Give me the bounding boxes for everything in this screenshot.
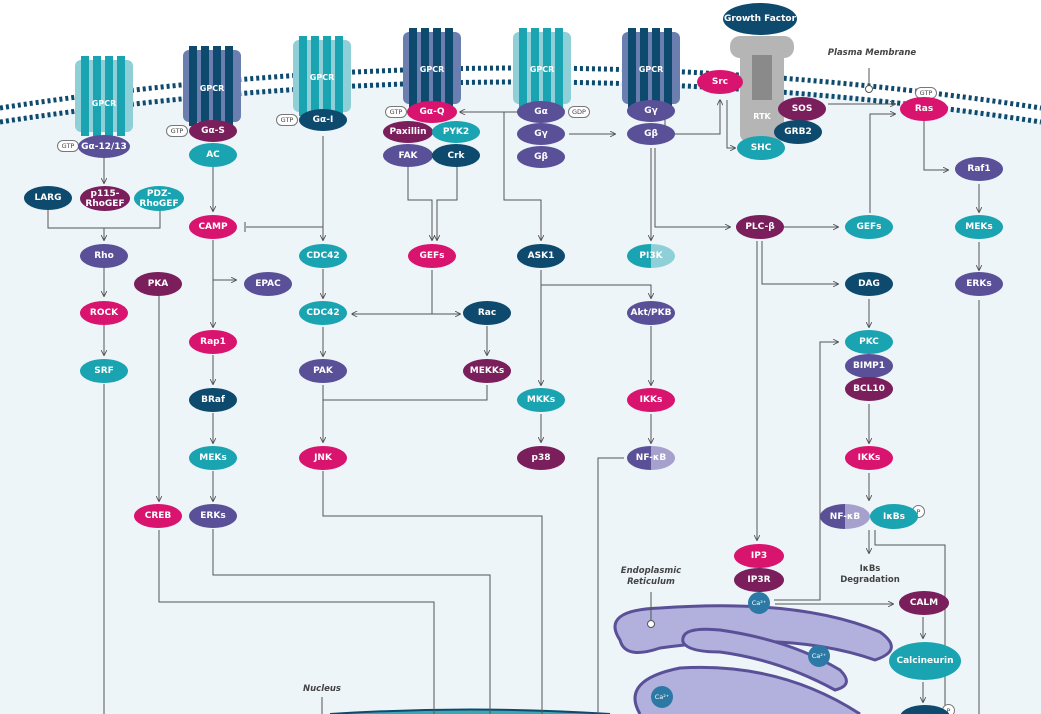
gpcr-6 — [622, 28, 680, 108]
gpcr-label-5: GPCR — [529, 65, 555, 74]
node-shc: SHC — [737, 136, 785, 160]
membrane-marker — [865, 85, 873, 93]
node-calm: CALM — [899, 591, 949, 615]
node-bcl10: BCL10 — [845, 377, 893, 401]
node-rho: Rho — [80, 244, 128, 268]
gpcr-label-3: GPCR — [309, 73, 335, 82]
gpcr-label-4: GPCR — [419, 65, 445, 74]
node-ga-s: Gα-S — [189, 120, 237, 142]
node-gb: Gβ — [517, 146, 565, 168]
node-raf1: Raf1 — [955, 157, 1003, 181]
gpcr-3 — [293, 36, 351, 116]
node-erks: ERKs — [955, 272, 1003, 296]
gtp-badge: GTP — [166, 125, 188, 137]
node-ikks: IKKs — [627, 388, 675, 412]
node-calcineurin: Calcineurin — [889, 642, 961, 680]
node-rac: Rac — [463, 301, 511, 325]
node-pdz-rhogef: PDZ- RhoGEF — [134, 186, 184, 211]
node-akt-pkb: Akt/PKB — [627, 301, 675, 325]
node-paxillin: Paxillin — [383, 121, 433, 143]
node-ga-i: Gα-I — [299, 109, 347, 131]
growth-factor: Growth Factor — [723, 3, 797, 35]
node-crk: Crk — [432, 144, 480, 167]
gdp-badge: GDP — [568, 106, 590, 118]
node-nf-kb: NF-κB — [627, 446, 675, 470]
node-braf: BRaf — [189, 388, 237, 412]
plasma-membrane-label: Plasma Membrane — [827, 48, 917, 58]
node-nf-kb: NF-κB — [820, 504, 870, 529]
node-ga: Gα — [517, 101, 565, 123]
node-bimp1: BIMP1 — [845, 354, 893, 378]
gtp-badge: GTP — [276, 114, 298, 126]
gtp-badge: GTP — [57, 140, 79, 152]
node-rap1: Rap1 — [189, 330, 237, 354]
gpcr-2 — [183, 46, 241, 126]
calcium-ion: Ca²⁺ — [748, 592, 770, 614]
gpcr-5 — [513, 28, 571, 108]
node-pka: PKA — [134, 272, 182, 296]
gtp-badge: GTP — [385, 106, 407, 118]
node-plc-b: PLC-β — [736, 215, 784, 239]
node-ip3: IP3 — [734, 544, 784, 568]
nucleus-edge — [329, 708, 611, 714]
calcium-ion: Ca²⁺ — [808, 645, 830, 667]
node-ras: Ras — [900, 97, 948, 121]
node-pyk2: PYK2 — [432, 121, 480, 143]
node-cdc42: CDC42 — [299, 244, 347, 268]
gpcr-label-1: GPCR — [91, 99, 117, 108]
node-p38: p38 — [517, 446, 565, 470]
node-camp: CAMP — [189, 215, 237, 239]
node-srf: SRF — [80, 359, 128, 383]
rtk-receptor — [730, 36, 794, 142]
node-ga-q: Gα-Q — [407, 101, 457, 123]
node-p115-rhogef: p115- RhoGEF — [80, 186, 130, 211]
nucleus-label: Nucleus — [303, 684, 341, 694]
node-gy: Gγ — [517, 123, 565, 145]
node-sos: SOS — [778, 97, 826, 121]
node-rock: ROCK — [80, 301, 128, 325]
node-ga-12-13: Gα-12/13 — [78, 135, 130, 158]
er-label: Endoplasmic Reticulum — [620, 566, 682, 587]
node-erks: ERKs — [189, 504, 237, 528]
node-partial-bottom — [900, 705, 950, 714]
node-fak: FAK — [383, 144, 433, 167]
node-pak: PAK — [299, 359, 347, 383]
gpcr-1 — [75, 56, 133, 136]
node-jnk: JNK — [299, 446, 347, 470]
node-gefs: GEFs — [845, 215, 893, 239]
er-marker — [647, 620, 655, 628]
node-pi3k: PI3K — [627, 244, 675, 268]
node-epac: EPAC — [244, 272, 292, 296]
node-gb: Gβ — [627, 123, 675, 145]
node-ixbs: IκBs — [870, 504, 918, 529]
node-ac: AC — [189, 143, 237, 167]
node-dag: DAG — [845, 272, 893, 296]
gpcr-label-2: GPCR — [199, 84, 225, 93]
node-creb: CREB — [134, 504, 182, 528]
node-gefs: GEFs — [408, 244, 456, 268]
node-meks: MEKs — [955, 215, 1003, 239]
gpcr-4 — [403, 28, 461, 108]
node-larg: LARG — [24, 186, 72, 210]
node-mekks: MEKKs — [463, 359, 511, 383]
node-pkc: PKC — [845, 330, 893, 354]
node-grb2: GRB2 — [774, 120, 822, 144]
ixbs-degradation-label: IκBs Degradation — [840, 564, 900, 585]
node-cdc42: CDC42 — [299, 301, 347, 325]
calcium-ion: Ca²⁺ — [651, 686, 673, 708]
node-mkks: MKKs — [517, 388, 565, 412]
node-src: Src — [697, 70, 743, 94]
connector-lines — [47, 68, 979, 714]
rtk-label: RTK — [753, 112, 771, 121]
node-gy: Gγ — [627, 100, 675, 122]
node-ikks: IKKs — [845, 446, 893, 470]
gpcr-label-6: GPCR — [638, 65, 664, 74]
node-ask1: ASK1 — [517, 244, 565, 268]
node-meks: MEKs — [189, 446, 237, 470]
node-ip3r: IP3R — [734, 568, 784, 592]
